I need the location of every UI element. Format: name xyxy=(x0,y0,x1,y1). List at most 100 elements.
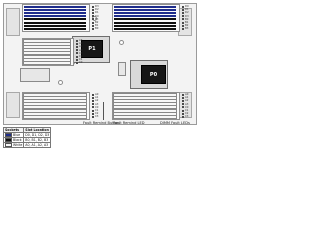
dimm-slot xyxy=(23,95,87,100)
dimm-slot xyxy=(23,108,87,113)
dimm-slot-label: B0 xyxy=(95,27,99,31)
dimm-fault-led xyxy=(92,18,94,21)
dimm-slot-label: A3 xyxy=(79,38,83,42)
dimm-slot xyxy=(23,60,71,65)
dimm-slot xyxy=(114,15,176,18)
dimm-slot-label: C3 xyxy=(185,115,189,119)
dimm-slot xyxy=(23,111,87,116)
dimm-slot-label: B1 xyxy=(185,20,189,24)
dimm-slot-label: D3 xyxy=(95,4,99,8)
dimm-slot xyxy=(114,11,176,14)
dimm-fault-led xyxy=(92,96,94,99)
dimm-fault-led xyxy=(76,58,78,61)
dimm-fault-led xyxy=(182,8,184,11)
left-connector-strip xyxy=(6,8,20,36)
dimm-slot-label: C0 xyxy=(95,105,99,109)
dimm-fault-led xyxy=(182,5,184,8)
dimm-slot xyxy=(23,92,87,97)
dimm-fault-led xyxy=(92,99,94,102)
callout-fault-remind-button: Fault Remind Button xyxy=(83,121,120,125)
dimm-bank-frame xyxy=(22,92,90,120)
dimm-slot xyxy=(113,111,177,116)
dimm-slot-label: C3 xyxy=(79,51,83,55)
dimm-bank-frame xyxy=(112,4,180,32)
dimm-fault-led xyxy=(76,39,78,42)
legend-slot-list: D0, D1, D2, D3 xyxy=(23,132,52,138)
dimm-fault-led xyxy=(182,11,184,14)
dimm-fault-led xyxy=(92,93,94,96)
dimm-slot-label: D0 xyxy=(185,4,189,8)
processor-p0: P0 xyxy=(141,65,166,84)
dimm-slot-label: A2 xyxy=(95,99,99,103)
legend-header-row: Sockets Slot Location xyxy=(2,127,52,133)
dimm-slot-label: A3 xyxy=(95,102,99,106)
legend-swatch xyxy=(5,143,12,147)
dimm-slot-label: C1 xyxy=(95,108,99,112)
dimm-slot xyxy=(23,57,71,62)
dimm-fault-led xyxy=(76,42,78,45)
dimm-slot xyxy=(23,48,71,53)
dimm-slot xyxy=(24,8,86,11)
dimm-fault-led xyxy=(92,21,94,24)
dimm-slot-label: A0 xyxy=(95,92,99,96)
legend-row: White A0, A1, A2, A3 xyxy=(2,142,52,148)
dimm-slot-label: B3 xyxy=(95,17,99,21)
dimm-slot xyxy=(23,38,71,43)
dimm-fault-led xyxy=(92,112,94,115)
dimm-slot xyxy=(23,98,87,103)
dimm-fault-led xyxy=(182,27,184,30)
dimm-slot xyxy=(113,98,177,103)
dimm-fault-led xyxy=(92,109,94,112)
dimm-slot-label: A0 xyxy=(79,48,83,52)
dimm-slot xyxy=(114,8,176,11)
dimm-slot-label: C1 xyxy=(79,58,83,62)
mounting-screw xyxy=(58,80,63,85)
dimm-slot-label: D1 xyxy=(185,8,189,12)
dimm-bank-frame xyxy=(22,4,90,32)
legend-row: Black B0, B1, B2, B3 xyxy=(2,137,52,143)
callout-dimm-fault-leds: DIMM Fault LEDs xyxy=(160,121,190,125)
dimm-bank-frame xyxy=(112,92,180,120)
dimm-slot xyxy=(23,54,71,59)
dimm-fault-led xyxy=(182,103,184,106)
dimm-slot-label: A2 xyxy=(79,42,83,46)
dimm-slot xyxy=(24,5,86,8)
processor-label: P1 xyxy=(88,46,96,52)
dimm-slot-label: B0 xyxy=(185,17,189,21)
dimm-fault-led xyxy=(182,18,184,21)
dimm-slot-label: C1 xyxy=(185,108,189,112)
legend-slot-list: A0, A1, A2, A3 xyxy=(23,142,52,148)
dimm-fault-led xyxy=(182,106,184,109)
dimm-fault-led xyxy=(182,93,184,96)
dimm-slot-label: A0 xyxy=(185,92,189,96)
legend-socket-cell: White xyxy=(2,142,25,148)
dimm-slot xyxy=(113,102,177,107)
dimm-fault-led xyxy=(92,5,94,8)
legend-socket-name: White xyxy=(13,143,23,147)
dimm-slot-label: B1 xyxy=(95,24,99,28)
mounting-screw xyxy=(119,40,124,45)
dimm-fault-led xyxy=(182,96,184,99)
dimm-slot xyxy=(114,24,176,27)
dimm-slot-label: C2 xyxy=(95,112,99,116)
dimm-slot xyxy=(113,95,177,100)
dimm-fault-led xyxy=(182,21,184,24)
dimm-slot xyxy=(114,18,176,21)
dimm-fault-led xyxy=(182,115,184,118)
dimm-slot-label: A1 xyxy=(185,96,189,100)
dimm-slot xyxy=(23,105,87,110)
dimm-fault-led xyxy=(182,99,184,102)
dimm-fault-led xyxy=(76,45,78,48)
dimm-slot xyxy=(24,15,86,18)
dimm-slot xyxy=(24,27,86,30)
dimm-slot xyxy=(113,114,177,119)
legend-socket-name: Blue xyxy=(13,133,21,137)
legend-socket-name: Black xyxy=(13,138,22,142)
dimm-fault-led xyxy=(182,112,184,115)
chipset-component xyxy=(118,62,126,76)
dimm-fault-led xyxy=(76,61,78,64)
dimm-slot-label: D2 xyxy=(95,8,99,12)
dimm-fault-led xyxy=(92,106,94,109)
dimm-slot-label: D2 xyxy=(185,11,189,15)
processor-p1: P1 xyxy=(81,40,103,58)
